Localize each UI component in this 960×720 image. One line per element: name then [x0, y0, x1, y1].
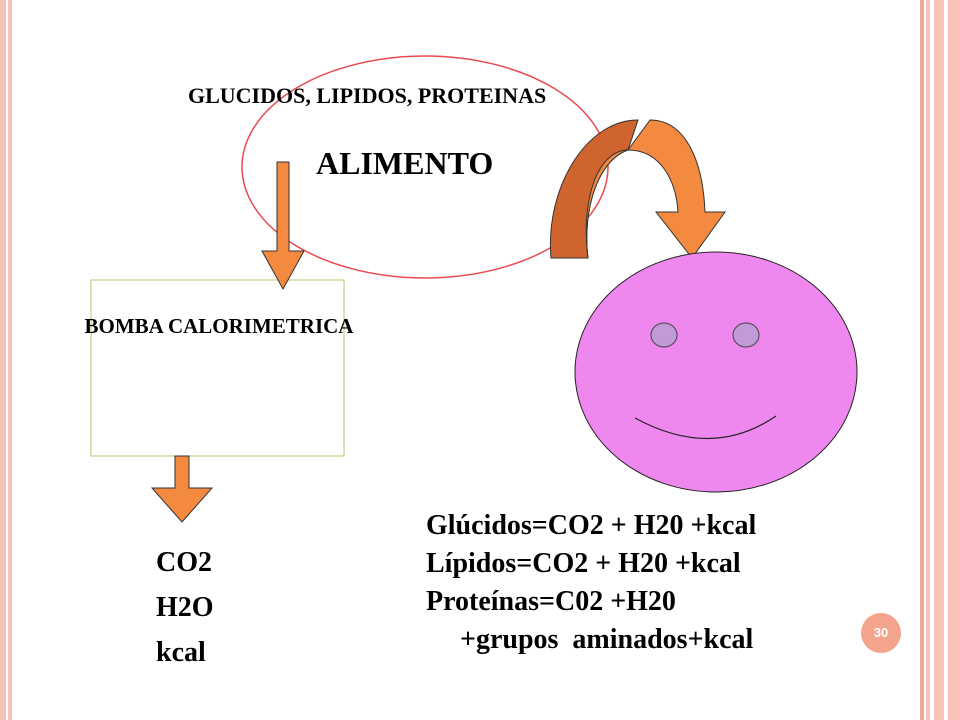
smiley-face-icon	[574, 251, 858, 493]
down-arrow-icon	[150, 455, 214, 523]
right-border	[920, 0, 960, 720]
products-list: CO2 H2O kcal	[156, 540, 214, 675]
product-item: H2O	[156, 592, 214, 623]
right-border-band-4	[948, 0, 960, 720]
left-border	[0, 0, 20, 720]
equation-continuation: +grupos aminados+kcal	[460, 624, 754, 655]
face-circle	[574, 251, 858, 493]
right-border-band-1	[920, 0, 924, 720]
right-border-band-2	[926, 0, 930, 720]
equations-list: Glúcidos=CO2 + H20 +kcal Lípidos=CO2 + H…	[426, 507, 756, 659]
food-ellipse	[241, 55, 609, 279]
left-border-band-outer	[0, 0, 6, 720]
calorimeter-label: BOMBA CALORIMETRICA	[84, 314, 354, 338]
equation-item: Proteínas=C02 +H20	[426, 586, 676, 617]
food-label: ALIMENTO	[316, 145, 494, 181]
mouth	[634, 415, 777, 440]
calorimeter-box	[90, 279, 345, 457]
curved-arrow-icon	[585, 119, 726, 259]
left-eye	[650, 322, 678, 348]
equation-item: Glúcidos=CO2 + H20 +kcal	[426, 510, 757, 541]
right-border-band-3	[934, 0, 944, 720]
right-eye	[732, 322, 760, 348]
product-item: kcal	[156, 637, 206, 668]
product-item: CO2	[156, 547, 212, 578]
equation-item: Lípidos=CO2 + H20 +kcal	[426, 548, 741, 579]
down-arrow-icon	[261, 161, 305, 291]
left-border-band-inner	[8, 0, 12, 720]
slide-title: GLUCIDOS, LIPIDOS, PROTEINAS	[188, 83, 547, 108]
page-number-badge: 30	[861, 613, 901, 653]
